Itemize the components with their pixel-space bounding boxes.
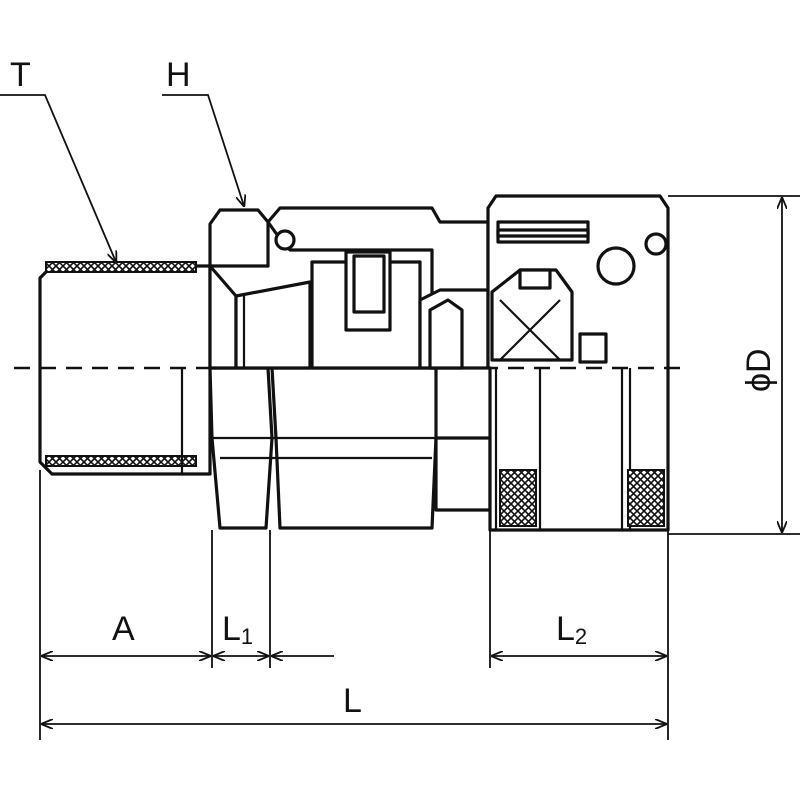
hex-body [208, 208, 438, 530]
label-D: ϕD [740, 348, 778, 392]
socket-end [486, 194, 670, 532]
leader-H [162, 94, 244, 206]
label-H: H [166, 56, 191, 94]
label-T: T [10, 56, 31, 94]
label-L1: L1 [222, 610, 253, 649]
threaded-male-end [38, 261, 212, 476]
leader-T [0, 94, 116, 262]
label-L: L [343, 682, 362, 720]
body-sleeve [266, 206, 492, 512]
label-A: A [112, 610, 135, 648]
label-L2: L2 [556, 610, 587, 649]
extension-lines [39, 195, 800, 740]
